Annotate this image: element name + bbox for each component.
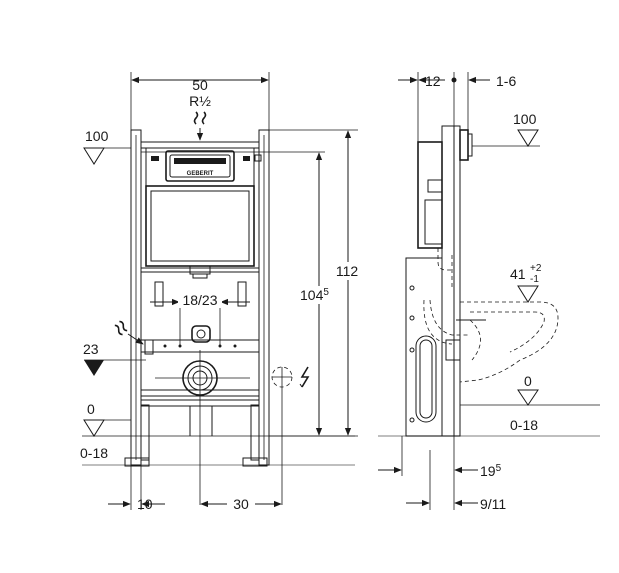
side-level-floor-range: 0-18 <box>510 417 538 433</box>
bowl-fixing <box>191 325 211 343</box>
flush-plate <box>165 150 235 182</box>
level-top-label: 100 <box>85 128 109 144</box>
side-water-icon <box>114 320 128 336</box>
level-floor-marker <box>83 419 105 437</box>
bowl-tol-plus: +2 <box>530 263 542 274</box>
side-level-floor-label: 0 <box>524 373 532 389</box>
dim-drain-spacing: 18/23 <box>182 292 217 308</box>
level-top-marker <box>83 147 105 165</box>
dim-width: 50 <box>192 77 208 93</box>
frame-top-rail <box>140 141 260 149</box>
bowl-height-marker <box>517 285 539 303</box>
dim-connection: R½ <box>189 93 211 109</box>
side-level-floor-marker <box>517 389 539 406</box>
electric-icon <box>300 366 310 388</box>
water-supply-icon <box>193 111 207 125</box>
dim-height-frame: 1045 <box>300 287 329 303</box>
side-bowl-outline <box>459 301 559 383</box>
dim-foot-offset: 10 <box>137 496 153 512</box>
foot-left <box>124 457 150 467</box>
dim-side-adjust: 1-6 <box>496 73 516 89</box>
frame-upright-left <box>130 129 142 466</box>
level-inlet-label: 23 <box>83 341 99 357</box>
side-cistern <box>417 141 443 249</box>
bowl-tol-minus: -1 <box>530 274 539 285</box>
level-floor-range: 0-18 <box>80 445 108 461</box>
side-view: 12 1-6 100 41 +2 -1 0 0-18 195 9/11 <box>378 72 600 512</box>
side-flush-plate <box>459 129 469 161</box>
brand-label: GEBERIT <box>187 171 214 177</box>
level-inlet-marker <box>84 360 104 376</box>
dim-foot-depth: 195 <box>480 463 502 479</box>
dim-wall-depth: 9/11 <box>480 496 506 512</box>
side-bracket-plate <box>405 257 443 437</box>
frame-upright-right <box>258 129 270 466</box>
dim-height-total: 112 <box>336 263 359 279</box>
foot-right <box>242 457 268 467</box>
side-level-top-label: 100 <box>513 111 537 127</box>
cistern-body <box>145 185 255 267</box>
front-view: GEBERIT <box>80 72 364 512</box>
level-floor-label: 0 <box>87 401 95 417</box>
side-level-top-marker <box>517 129 539 147</box>
side-frame-column <box>441 125 455 437</box>
dim-side-depth: 12 <box>425 73 441 89</box>
dim-drain-offset: 30 <box>233 496 249 512</box>
bowl-height-label: 41 <box>510 266 526 282</box>
